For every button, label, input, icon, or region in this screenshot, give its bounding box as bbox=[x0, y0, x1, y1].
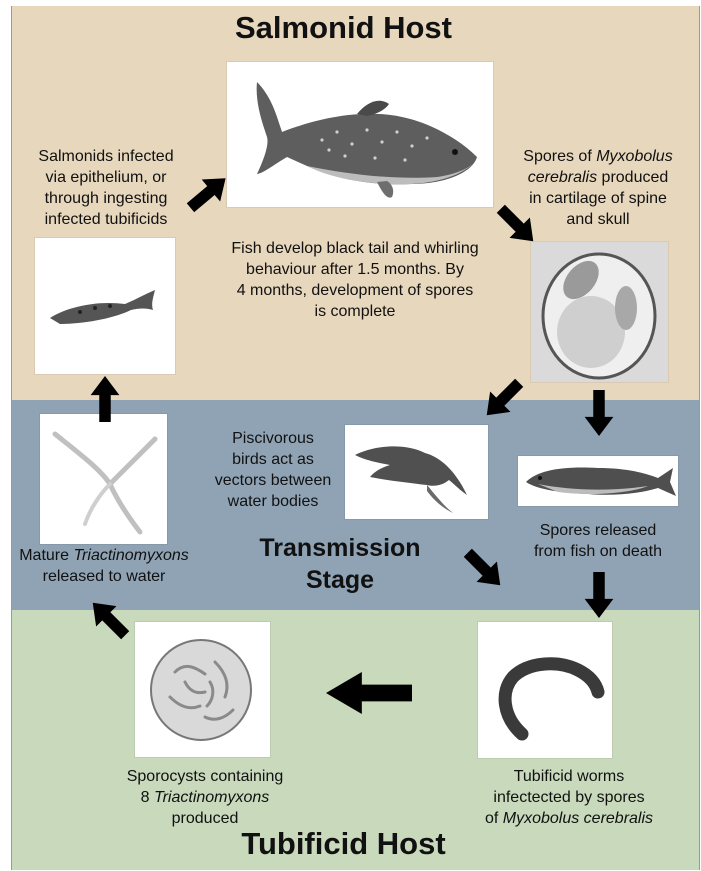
myxobolus-spore-photo bbox=[531, 242, 668, 382]
label-tubificid-worms: Tubificid worms infectected by spores of… bbox=[466, 766, 672, 829]
label-line: of Myxobolus cerebralis bbox=[466, 808, 672, 829]
label-line: via epithelium, or bbox=[16, 167, 196, 188]
label-piscivorous-birds: Piscivorous birds act as vectors between… bbox=[208, 428, 338, 512]
label-text-italic: Myxobolus bbox=[596, 148, 672, 165]
label-line: Salmonids infected bbox=[16, 146, 196, 167]
label-line: Tubificid worms bbox=[466, 766, 672, 787]
label-line: in cartilage of spine bbox=[500, 188, 696, 209]
label-line: released to water bbox=[14, 566, 194, 587]
sporocyst-photo bbox=[135, 622, 270, 757]
salmonid-host-title: Salmonid Host bbox=[0, 10, 687, 46]
label-text: produced bbox=[597, 169, 668, 186]
label-line: infected tubificids bbox=[16, 209, 196, 230]
label-text-italic: Triactinomyxons bbox=[73, 547, 188, 564]
label-fish-develop: Fish develop black tail and whirling beh… bbox=[192, 238, 518, 322]
label-line: behaviour after 1.5 months. By bbox=[192, 259, 518, 280]
label-text: 8 bbox=[141, 789, 154, 806]
label-line: Fish develop black tail and whirling bbox=[192, 238, 518, 259]
arrow-down-icon bbox=[584, 572, 614, 618]
label-line: infectected by spores bbox=[466, 787, 672, 808]
label-line: vectors between bbox=[208, 470, 338, 491]
label-line: Sporocysts containing bbox=[100, 766, 310, 787]
transmission-title-line1: Transmission bbox=[230, 532, 450, 564]
arrow-down-icon bbox=[584, 390, 614, 436]
label-line: from fish on death bbox=[508, 541, 688, 562]
label-salmonids-infected: Salmonids infected via epithelium, or th… bbox=[16, 146, 196, 230]
label-text-italic: cerebralis bbox=[528, 169, 597, 186]
label-text-italic: Triactinomyxons bbox=[154, 789, 269, 806]
bird-photo bbox=[345, 425, 488, 519]
label-line: water bodies bbox=[208, 491, 338, 512]
label-mature-triactinomyxons: Mature Triactinomyxons released to water bbox=[14, 545, 194, 587]
label-line: through ingesting bbox=[16, 188, 196, 209]
label-spores-released: Spores released from fish on death bbox=[508, 520, 688, 562]
label-line: birds act as bbox=[208, 449, 338, 470]
trout-photo bbox=[227, 62, 493, 207]
juvenile-fish-photo bbox=[35, 238, 175, 374]
label-line: Spores released bbox=[508, 520, 688, 541]
tubificid-worm-photo bbox=[478, 622, 612, 758]
label-text: Mature bbox=[19, 547, 73, 564]
transmission-stage-title: Transmission Stage bbox=[230, 532, 450, 596]
tubificid-host-title: Tubificid Host bbox=[0, 826, 687, 862]
label-line: 8 Triactinomyxons bbox=[100, 787, 310, 808]
label-line: Spores of Myxobolus bbox=[500, 146, 696, 167]
label-text: Spores of bbox=[523, 148, 596, 165]
arrow-up-icon bbox=[90, 376, 120, 422]
label-text-italic: Myxobolus cerebralis bbox=[503, 810, 653, 827]
label-line: cerebralis produced bbox=[500, 167, 696, 188]
transmission-title-line2: Stage bbox=[230, 564, 450, 596]
triactinomyxon-photo bbox=[40, 414, 167, 544]
dead-salmon-photo bbox=[518, 456, 678, 506]
label-line: Piscivorous bbox=[208, 428, 338, 449]
label-line: produced bbox=[100, 808, 310, 829]
label-line: Mature Triactinomyxons bbox=[14, 545, 194, 566]
label-sporocysts: Sporocysts containing 8 Triactinomyxons … bbox=[100, 766, 310, 829]
label-line: 4 months, development of spores bbox=[192, 280, 518, 301]
label-text: of bbox=[485, 810, 503, 827]
label-line: is complete bbox=[192, 301, 518, 322]
arrow-left-icon bbox=[326, 672, 412, 714]
